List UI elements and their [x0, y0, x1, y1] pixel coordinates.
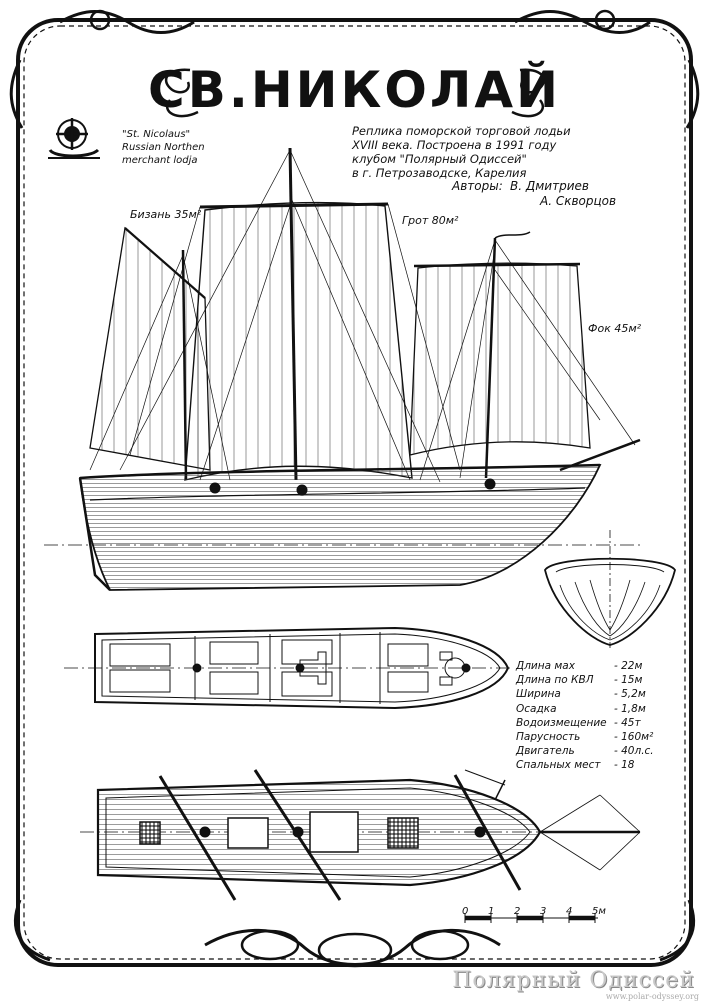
- spec-row: Ширина - 5,2м: [516, 687, 676, 701]
- fore-mast: [484, 237, 497, 479]
- mast-step-mizzen: [192, 663, 202, 673]
- spec-value: - 45т: [614, 716, 641, 729]
- description-line: Реплика поморской торговой лодьи: [352, 124, 571, 138]
- pennant: [494, 231, 531, 239]
- spec-row: Осадка - 1,8м: [516, 702, 676, 716]
- description-line: клубом "Полярный Одиссей": [352, 152, 527, 166]
- club-emblem-icon: [48, 118, 100, 159]
- scale-bar: [464, 913, 598, 923]
- rope-knot-top-right: [514, 9, 700, 129]
- main-sail: [184, 201, 413, 481]
- ship-interior-plan: [64, 626, 512, 710]
- spec-value: - 15м: [614, 674, 643, 687]
- spec-value: - 18: [614, 759, 635, 772]
- rigging-lines: [89, 149, 636, 483]
- description-line: в г. Петрозаводске, Карелия: [352, 166, 527, 180]
- scale-tick-label: 5м: [592, 906, 606, 917]
- mast-step-main: [295, 663, 305, 673]
- spec-label: Осадка: [516, 702, 557, 715]
- rudder: [78, 477, 111, 591]
- sail-label-mizzen: Бизань 35м²: [130, 208, 202, 221]
- sail-label-fore: Фок 45м²: [588, 322, 642, 335]
- russian-description: Реплика поморской торговой лодьи XVIII в…: [352, 124, 571, 180]
- deck-yard-mizzen: [158, 775, 237, 901]
- specifications-table: Длина мах - 22м Длина по КВЛ - 15м Ширина -…: [516, 659, 676, 773]
- spec-row: Спальных мест - 18: [516, 758, 676, 772]
- sail-label-main: Грот 80м²: [402, 214, 459, 227]
- rope-frame: [9, 9, 700, 968]
- author-name: В. Дмитриев: [510, 179, 589, 193]
- mizzen-yard: [124, 227, 206, 299]
- title-cartouche: [164, 68, 546, 118]
- hatch-small: [139, 821, 161, 845]
- spec-label: Длина по КВЛ: [516, 674, 594, 687]
- authors-list: В. Дмитриев А. Скворцов: [510, 179, 616, 209]
- hatch-mid: [309, 811, 359, 853]
- fore-yard: [413, 262, 581, 268]
- spec-label: Спальных мест: [516, 759, 601, 772]
- spec-row: Длина по КВЛ - 15м: [516, 673, 676, 687]
- english-caption: "St. Nicolaus" Russian Northen merchant …: [122, 128, 205, 167]
- fore-sail: [409, 262, 591, 456]
- ship-deck-plan: [80, 769, 641, 901]
- scale-tick-label: 1: [488, 906, 495, 917]
- hull-cross-section: [544, 530, 676, 648]
- spec-row: Длина мах - 22м: [516, 659, 676, 673]
- ship-title: СВ.НИКОЛАЙ: [148, 61, 561, 119]
- ship-side-view: [44, 147, 641, 591]
- spec-value: - 40л.с.: [614, 745, 654, 758]
- english-caption-line: Russian Northen: [122, 142, 205, 153]
- mast-step-fore: [461, 663, 471, 673]
- english-caption-line: merchant lodja: [122, 155, 198, 166]
- scale-tick-label: 4: [566, 906, 573, 917]
- spec-label: Двигатель: [516, 745, 575, 758]
- spec-value: - 22м: [614, 660, 643, 672]
- scale-tick-label: 2: [514, 906, 521, 917]
- rope-knot-bottom: [14, 899, 696, 968]
- spec-value: - 1,8м: [614, 702, 646, 715]
- english-caption-line: "St. Nicolaus": [122, 129, 191, 140]
- spec-label: Ширина: [516, 688, 561, 701]
- spec-label: Парусность: [516, 731, 581, 744]
- spec-label: Длина мах: [516, 660, 575, 672]
- hull-side: [78, 464, 602, 591]
- scale-tick-label: 3: [540, 906, 547, 917]
- mizzen-mast: [181, 249, 188, 481]
- spec-value: - 5,2м: [614, 688, 646, 701]
- spec-row: Водоизмещение - 45т: [516, 716, 676, 730]
- rope-knot-top-left: [9, 9, 195, 129]
- deck-yard-main: [253, 769, 342, 901]
- spec-row: Парусность - 160м²: [516, 730, 676, 744]
- hatch-fore: [387, 817, 419, 849]
- deck-yard-fore: [453, 774, 522, 891]
- author-name: А. Скворцов: [540, 194, 617, 208]
- spec-label: Водоизмещение: [516, 716, 607, 729]
- spec-value: - 160м²: [614, 731, 654, 744]
- scale-tick-label: 0: [462, 906, 469, 917]
- authors-label: Авторы:: [452, 179, 503, 193]
- hatch-aft: [227, 817, 269, 849]
- watermark-url[interactable]: www.polar-odyssey.org: [605, 992, 699, 1001]
- watermark-text: Полярный Одиссей: [452, 968, 695, 993]
- description-line: XVIII века. Построена в 1991 году: [352, 138, 557, 152]
- spec-row: Двигатель - 40л.с.: [516, 744, 676, 758]
